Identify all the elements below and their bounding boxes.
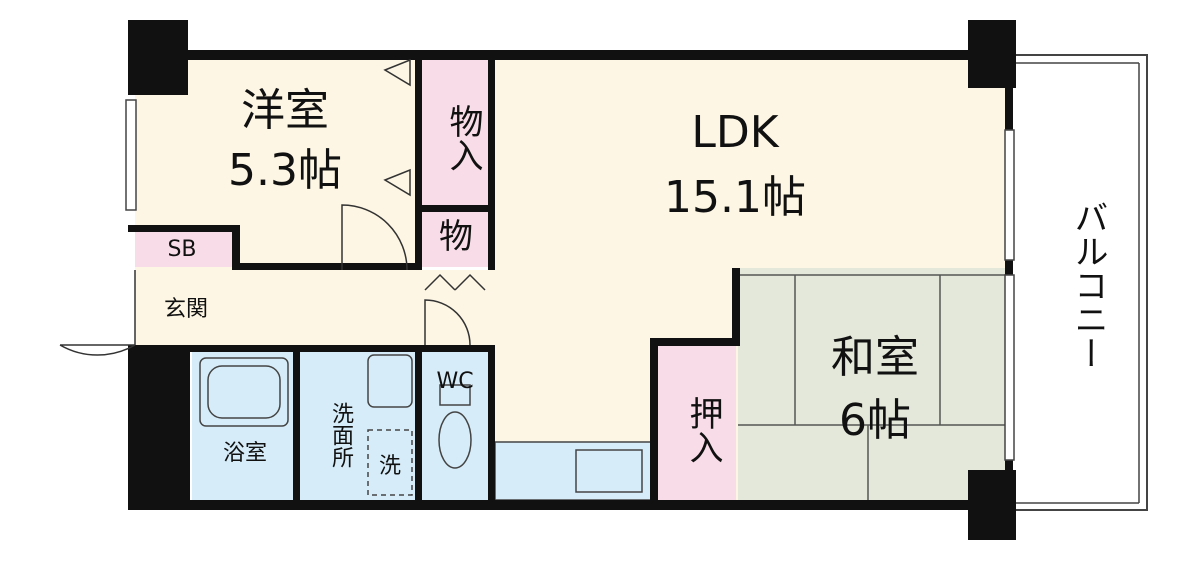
washroom-label: 洗面所 bbox=[328, 402, 353, 468]
oshiire-label: 押入 bbox=[683, 396, 723, 464]
closet-western-floor bbox=[420, 60, 488, 205]
ldk-size: 15.1帖 bbox=[664, 172, 806, 223]
bathroom-label: 浴室 bbox=[222, 441, 267, 466]
western-room-size: 5.3帖 bbox=[228, 145, 342, 196]
japanese-room-floor bbox=[738, 268, 1012, 500]
japanese-room-size: 6帖 bbox=[839, 395, 911, 446]
toilet-floor bbox=[422, 350, 488, 502]
closet-western-label: 物入 bbox=[443, 104, 483, 172]
toilet-label: WC bbox=[436, 369, 474, 394]
closet-small-label: 物 bbox=[439, 217, 473, 257]
japanese-room-name: 和室 bbox=[831, 332, 919, 383]
closet-small-floor bbox=[420, 212, 488, 267]
shoe-box-label: SB bbox=[167, 237, 197, 262]
shoe-box-floor bbox=[135, 232, 232, 267]
hallway-floor bbox=[135, 270, 495, 345]
fixtures bbox=[199, 354, 472, 496]
laundry-label: 洗 bbox=[378, 454, 401, 479]
balcony-area bbox=[1011, 54, 1148, 511]
washroom-floor bbox=[300, 350, 415, 502]
oshiire-floor bbox=[656, 345, 736, 500]
balcony-label: バルコニー bbox=[1068, 200, 1108, 370]
door-swings bbox=[59, 58, 486, 356]
ldk-name: LDK bbox=[691, 107, 779, 158]
windows bbox=[125, 99, 1015, 461]
kitchen-sink bbox=[575, 449, 643, 493]
western-room-name: 洋室 bbox=[241, 85, 329, 136]
tatami-lines bbox=[738, 274, 1012, 500]
entrance-label: 玄関 bbox=[163, 297, 208, 322]
